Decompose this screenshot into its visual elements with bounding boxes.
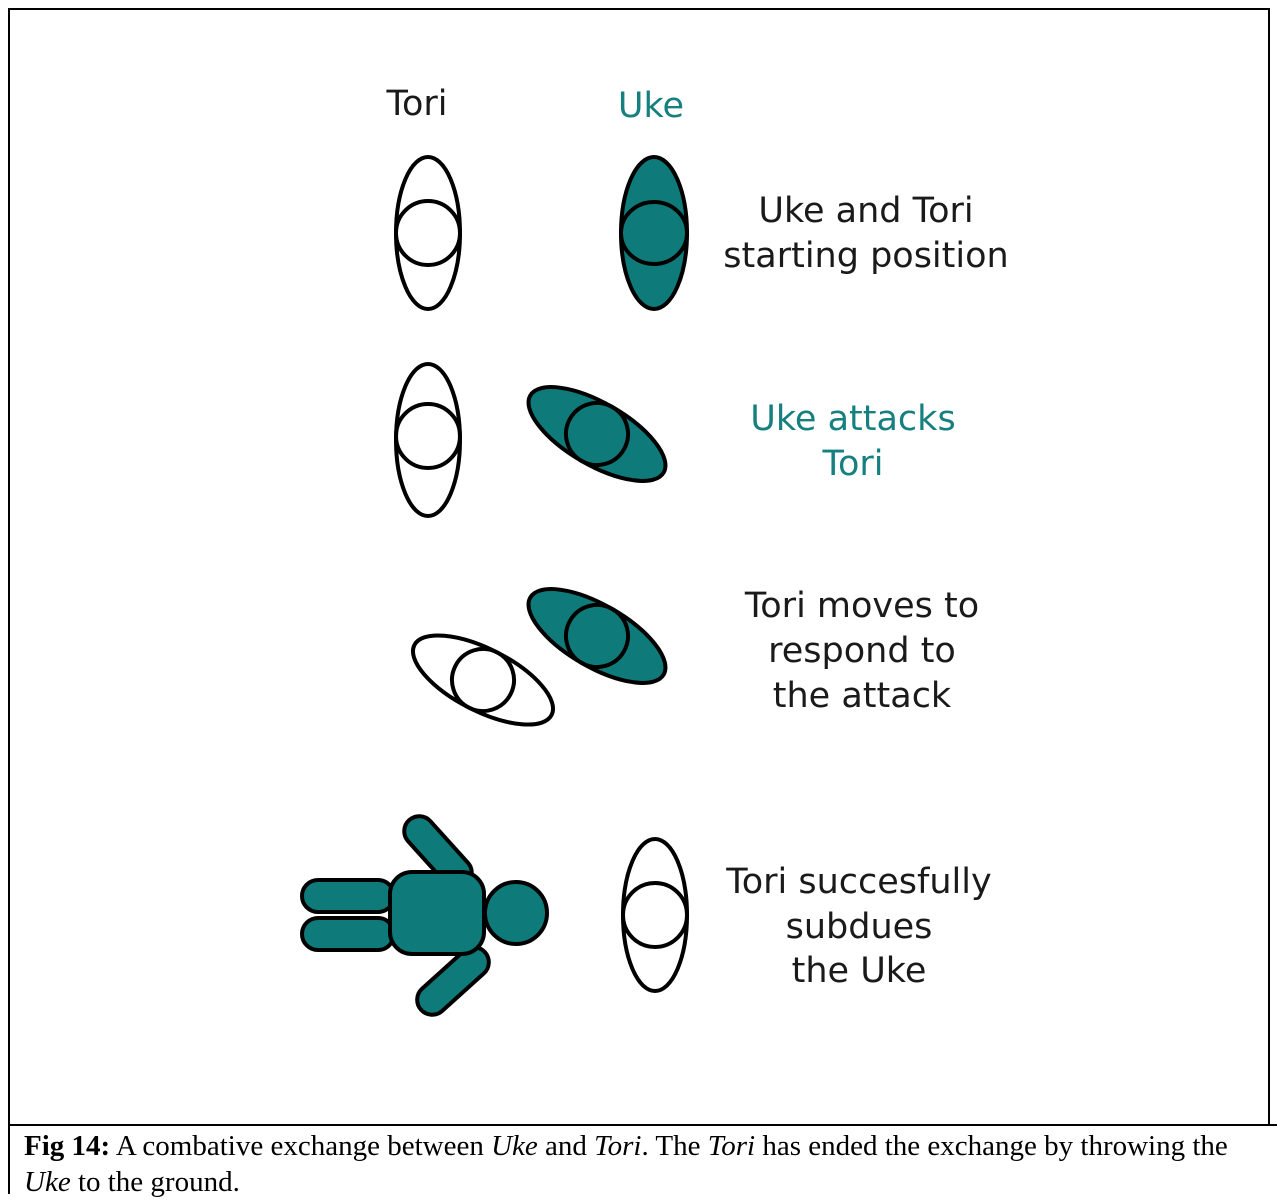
step-1-tori-figure [396, 157, 460, 309]
step-1-label-line-1: Uke and Tori [758, 191, 973, 231]
caption-tori-2: Tori [708, 1130, 755, 1162]
uke-column-label: Uke [618, 86, 684, 126]
tori-column-label: Tori [386, 84, 448, 124]
caption-text-4: has ended the exchange by throwing the [755, 1130, 1228, 1162]
step-1-label-line-2: starting position [723, 236, 1008, 276]
step-3-label-line-1: Tori moves to [744, 586, 979, 626]
caption-text-2: and [538, 1130, 594, 1162]
caption-tori-1: Tori [594, 1130, 641, 1162]
caption-divider [8, 1124, 1277, 1126]
step-4-label-line-3: the Uke [792, 951, 927, 991]
caption-text-1: A combative exchange between [110, 1130, 491, 1162]
caption-label: Fig 14: [24, 1130, 110, 1162]
step-3-label-line-3: the attack [773, 676, 952, 716]
step-3-label-line-2: respond to [768, 631, 956, 671]
step-4-label-line-1: Tori succesfully [725, 862, 991, 902]
step-2-label-line-2: Tori [822, 444, 884, 484]
caption-text-3: . The [641, 1130, 707, 1162]
step-4-label-line-2: subdues [786, 907, 933, 947]
figure-caption: Fig 14: A combative exchange between Uke… [24, 1128, 1254, 1200]
caption-uke-1: Uke [491, 1130, 538, 1162]
step-1-uke-figure [621, 157, 687, 309]
step-2-uke-figure [515, 369, 679, 500]
caption-left-border [8, 1124, 10, 1194]
step-2-label-line-1: Uke attacks [750, 399, 955, 439]
caption-text-5: to the ground. [71, 1166, 240, 1198]
step-4-fallen-uke-figure [302, 810, 547, 1021]
step-3-tori-figure [400, 617, 565, 742]
combat-diagram: Tori Uke Uke and Tori starting position … [0, 0, 1277, 1120]
step-4-tori-figure [623, 839, 687, 991]
caption-uke-2: Uke [24, 1166, 71, 1198]
step-2-tori-figure [396, 364, 460, 516]
